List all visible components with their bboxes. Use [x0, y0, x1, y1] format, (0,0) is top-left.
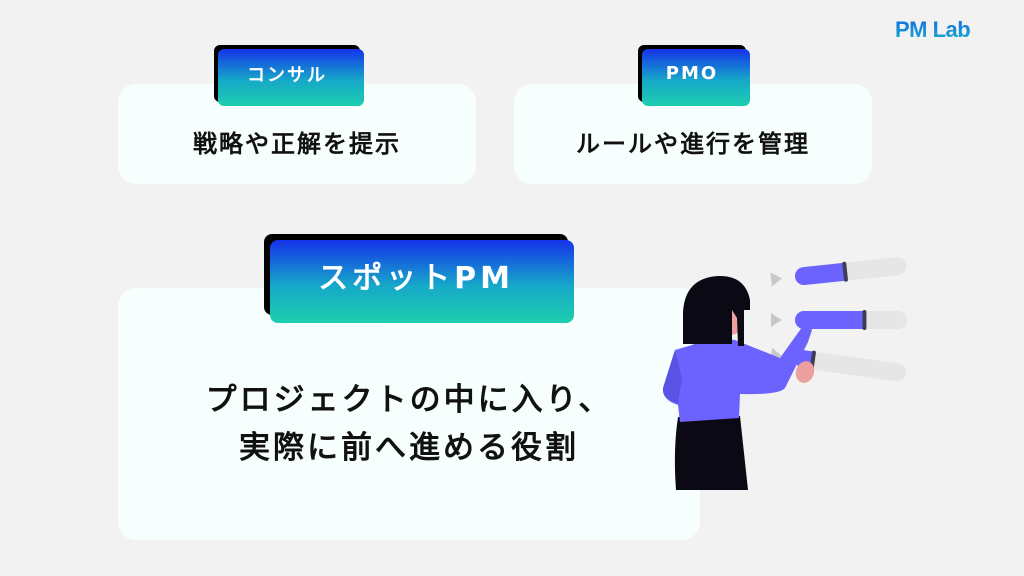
play-icon [770, 272, 783, 287]
figure-torso [662, 326, 812, 422]
spot-pm-tag-label: スポットPM [318, 260, 514, 296]
consul-description: 戦略や正解を提示 [193, 129, 401, 158]
pmo-description: ルールや進行を管理 [576, 129, 810, 158]
pmo-card: ルールや進行を管理 [514, 84, 872, 184]
slider-fill [794, 263, 846, 286]
play-icon [771, 313, 782, 327]
slider-2 [771, 310, 907, 330]
slider-handle [862, 310, 867, 330]
presenter-illustration [662, 257, 907, 490]
spot-pm-tag: スポットPM [264, 234, 574, 323]
consul-tag: コンサル [214, 45, 364, 106]
figure-hair [683, 275, 750, 346]
slider-fill [795, 311, 865, 329]
description-line-2: 実際に前へ進める役割 [238, 430, 579, 466]
description-line-1: プロジェクトの中に入り、 [205, 382, 613, 418]
slider-fill-edge [855, 311, 865, 329]
spot-pm-card: プロジェクトの中に入り、 実際に前へ進める役割 [118, 288, 700, 540]
pmo-tag-label: PMO [665, 63, 719, 84]
figure-skirt [674, 416, 748, 490]
pm-lab-logo: PM Lab [895, 17, 971, 42]
slider-handle [842, 261, 848, 282]
figure-hand [795, 361, 815, 383]
slider-track [794, 350, 906, 382]
figure-arm-shadow [662, 350, 682, 403]
spot-pm-description: プロジェクトの中に入り、 実際に前へ進める役割 [206, 376, 613, 472]
slider-group [770, 257, 907, 382]
consul-tag-label: コンサル [247, 64, 327, 86]
pmo-tag: PMO [638, 45, 750, 106]
slider-1 [770, 257, 907, 287]
